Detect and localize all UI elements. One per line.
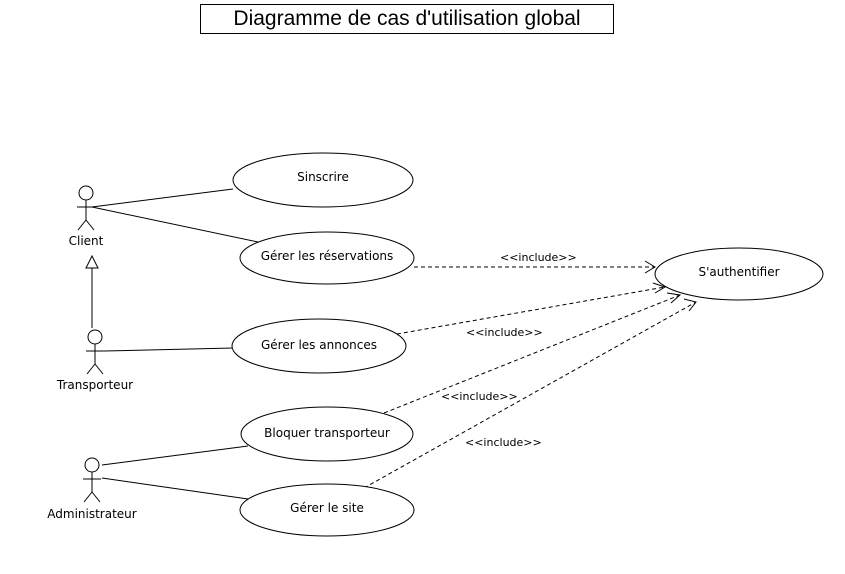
- use-case-bloquer-transporteur[interactable]: Bloquer transporteur: [240, 406, 414, 462]
- actor-administrateur[interactable]: [83, 457, 101, 503]
- actor-client[interactable]: [77, 185, 95, 231]
- actor-transporteur[interactable]: [86, 329, 104, 375]
- use-case-label: Gérer les réservations: [261, 249, 394, 263]
- associations: [91, 188, 259, 500]
- use-case-sauthentifier[interactable]: S'authentifier: [654, 247, 824, 301]
- include-label-4: <<include>>: [465, 436, 542, 449]
- use-case-label: Gérer les annonces: [261, 338, 377, 352]
- actor-label-transporteur: Transporteur: [56, 378, 133, 392]
- use-case-label: Gérer le site: [290, 501, 364, 515]
- include-bloquer-auth: [383, 294, 681, 414]
- assoc-transporteur-gerer-annonces: [103, 347, 234, 352]
- assoc-admin-gerer-site: [101, 477, 249, 500]
- include-label-2: <<include>>: [466, 326, 543, 339]
- include-site-auth: [363, 301, 697, 489]
- include-label-3: <<include>>: [441, 390, 518, 403]
- use-case-sinscrire[interactable]: Sinscrire: [232, 152, 414, 208]
- actor-head-icon: [87, 329, 103, 345]
- use-case-gerer-reservations[interactable]: Gérer les réservations: [239, 231, 415, 285]
- include-annonces-auth: [396, 286, 666, 335]
- use-case-label: Sinscrire: [297, 170, 349, 184]
- include-label-1: <<include>>: [500, 251, 577, 264]
- generalization-transporteur-client: [85, 254, 99, 328]
- assoc-client-gerer-reservations: [91, 206, 259, 243]
- include-arrowheads: [644, 260, 697, 312]
- use-case-gerer-annonces[interactable]: Gérer les annonces: [231, 318, 407, 374]
- actor-head-icon: [84, 457, 100, 473]
- use-case-label: Bloquer transporteur: [264, 426, 390, 440]
- use-case-label: S'authentifier: [698, 265, 779, 279]
- include-dependencies: [363, 266, 697, 489]
- assoc-client-sinscrire: [91, 188, 234, 208]
- actor-head-icon: [78, 185, 94, 201]
- use-case-gerer-site[interactable]: Gérer le site: [239, 483, 415, 537]
- assoc-admin-bloquer-transporteur: [101, 445, 249, 466]
- diagram-title: Diagramme de cas d'utilisation global: [200, 4, 614, 34]
- actor-label-client: Client: [69, 234, 104, 248]
- actor-label-administrateur: Administrateur: [47, 507, 137, 521]
